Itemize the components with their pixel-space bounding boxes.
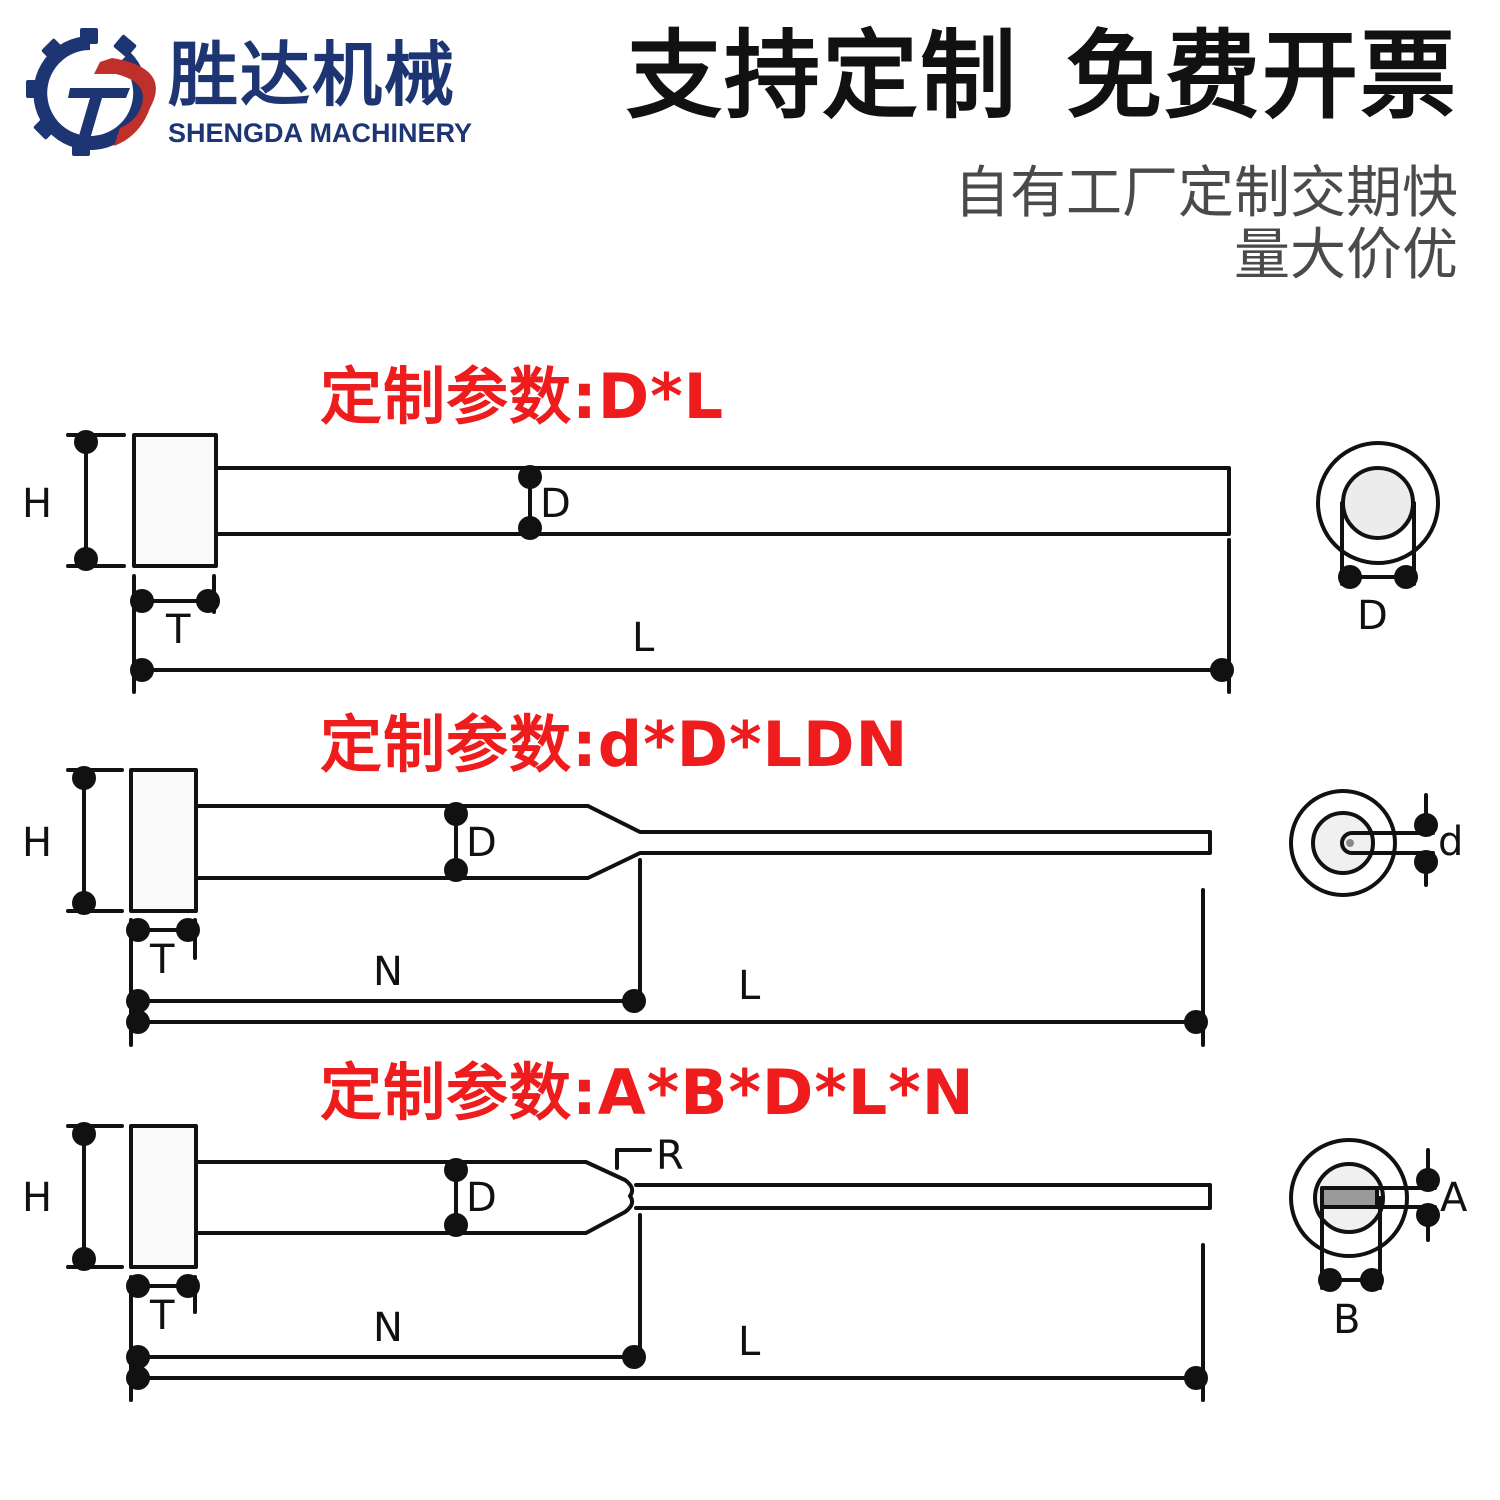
brand-name-cn: 胜达机械	[168, 34, 456, 116]
brand-logo	[22, 28, 162, 158]
dim-label-d: D	[540, 481, 571, 527]
end-view-label-small-d: d	[1438, 819, 1464, 865]
dim-label-t: T	[150, 937, 175, 983]
param-label-1: 定制参数:D*L	[320, 360, 725, 433]
dim-label-n: N	[373, 949, 403, 995]
subline-price: 量大价优	[1234, 223, 1458, 288]
dim-label-t: T	[166, 607, 191, 653]
end-view-label-b: B	[1333, 1297, 1361, 1343]
dim-label-h: H	[22, 1175, 53, 1221]
pin-diagram-3	[66, 1122, 1440, 1402]
dim-label-r: R	[656, 1133, 684, 1179]
param-label-2: 定制参数:d*D*LDN	[320, 708, 909, 781]
dim-label-h: H	[22, 481, 53, 527]
subline-factory: 自有工厂定制交期快	[954, 161, 1458, 226]
dim-label-d: D	[466, 1175, 497, 1221]
dim-label-t: T	[150, 1293, 175, 1339]
end-view-label-a: A	[1440, 1175, 1468, 1221]
dim-label-l: L	[632, 615, 655, 661]
headline: 支持定制免费开票	[626, 28, 1458, 124]
dim-label-n: N	[373, 1305, 403, 1351]
dim-label-l: L	[738, 963, 761, 1009]
dim-label-l: L	[738, 1319, 761, 1365]
dim-label-d: D	[466, 820, 497, 866]
pin-diagram-2	[66, 766, 1438, 1047]
param-label-3: 定制参数:A*B*D*L*N	[320, 1056, 975, 1129]
headline-customization: 支持定制	[626, 20, 1018, 132]
dim-label-h: H	[22, 820, 53, 866]
brand-name-en: SHENGDA MACHINERY	[168, 118, 473, 148]
gear-d-logo-icon	[26, 28, 156, 156]
headline-invoice: 免费开票	[1066, 20, 1458, 132]
end-view-label-d: D	[1357, 593, 1388, 639]
pin-diagram-1	[66, 430, 1440, 694]
